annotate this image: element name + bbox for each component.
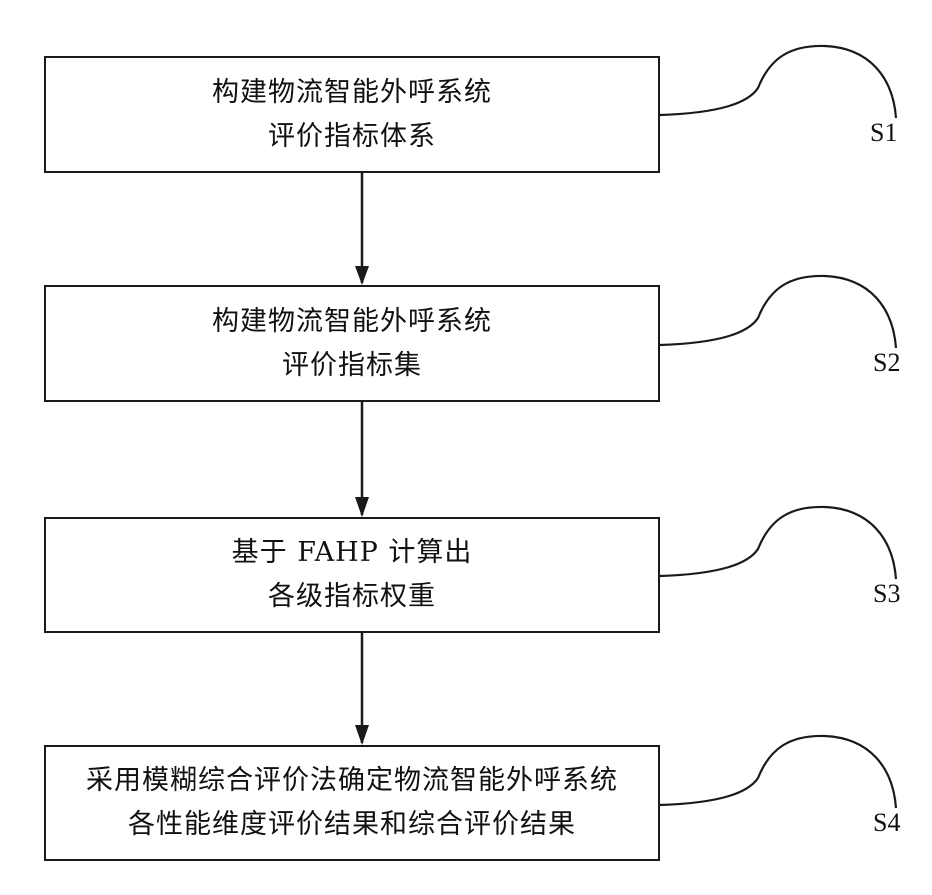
leader-curve-s1 [660,46,896,118]
step-s3-line2: 各级指标权重 [268,575,436,619]
arrowhead-s1-to-s2 [355,266,369,285]
step-s2-line1: 构建物流智能外呼系统 [212,300,492,344]
step-box-s4: 采用模糊综合评价法确定物流智能外呼系统 各性能维度评价结果和综合评价结果 [44,745,660,861]
arrowhead-s3-to-s4 [355,725,369,745]
leader-curve-s3 [660,507,896,579]
step-s1-line2: 评价指标体系 [268,115,436,159]
step-s3-line1: 基于 FAHP 计算出 [232,531,473,575]
step-s4-line2: 各性能维度评价结果和综合评价结果 [128,803,576,847]
step-label-s3: S3 [873,579,900,609]
step-s2-line2: 评价指标集 [282,344,422,388]
step-label-s1: S1 [870,118,897,148]
step-box-s1: 构建物流智能外呼系统 评价指标体系 [44,56,660,173]
step-label-s2: S2 [873,348,900,378]
arrowhead-s2-to-s3 [355,497,369,517]
step-label-s4: S4 [873,808,900,838]
leader-curve-s2 [660,276,896,348]
step-s1-line1: 构建物流智能外呼系统 [212,71,492,115]
leader-curve-s4 [660,736,896,808]
step-box-s2: 构建物流智能外呼系统 评价指标集 [44,285,660,402]
step-box-s3: 基于 FAHP 计算出 各级指标权重 [44,517,660,633]
step-s4-line1: 采用模糊综合评价法确定物流智能外呼系统 [86,759,618,803]
